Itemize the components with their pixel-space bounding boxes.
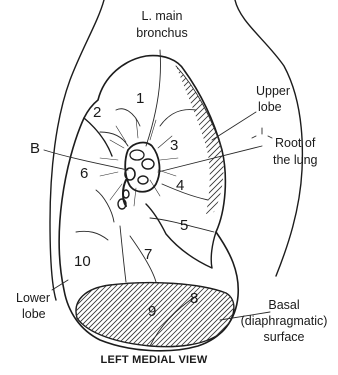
pointer-main-bronchus xyxy=(146,50,160,146)
hatch-line xyxy=(50,60,210,220)
lung-root xyxy=(118,143,159,209)
hatch-line xyxy=(50,276,126,352)
label-basal-line1: Basal xyxy=(268,298,299,312)
hatch-line xyxy=(330,276,338,352)
root-sparkle xyxy=(252,128,272,138)
label-b-marker: B xyxy=(30,140,40,157)
hatch-line xyxy=(326,60,338,220)
segment-6: 6 xyxy=(80,165,88,182)
hatch-line xyxy=(0,276,16,352)
hatch-line xyxy=(155,276,231,352)
segment-line-4 xyxy=(162,184,208,200)
label-basal-line3: surface xyxy=(264,330,305,344)
diagram-caption: LEFT MEDIAL VIEW xyxy=(101,354,208,366)
hatch-line xyxy=(40,276,116,352)
hilum-radial-lines xyxy=(100,118,178,206)
label-main-bronchus-line1: L. main xyxy=(142,9,183,23)
hatch-line xyxy=(120,276,196,352)
label-lower-lobe-line2: lobe xyxy=(22,307,46,321)
pointer-upper-lobe xyxy=(212,112,256,140)
label-lower-lobe-line1: Lower xyxy=(16,291,50,305)
hatch-line xyxy=(0,276,11,352)
segment-line-9 xyxy=(76,231,108,240)
segment-5: 5 xyxy=(180,217,188,234)
hatch-line xyxy=(160,276,236,352)
hatch-line xyxy=(314,60,338,220)
segment-9: 9 xyxy=(148,303,156,320)
hatch-line xyxy=(125,276,201,352)
hatch-line xyxy=(0,276,21,352)
hatch-line xyxy=(75,276,151,352)
hatch-line xyxy=(70,276,146,352)
hatch-line xyxy=(0,276,6,352)
label-root-line2: the lung xyxy=(273,153,318,167)
upper-lobe-margin xyxy=(176,66,222,150)
label-root-line1: Root of xyxy=(275,136,316,150)
segment-3: 3 xyxy=(170,137,178,154)
hatch-line xyxy=(0,60,156,220)
hatch-line xyxy=(56,60,216,220)
hatch-line xyxy=(0,276,1,352)
segment-10: 10 xyxy=(74,253,91,270)
label-upper-lobe-line1: Upper xyxy=(256,84,290,98)
label-main-bronchus-line2: bronchus xyxy=(136,26,187,40)
hatch-line xyxy=(95,276,171,352)
hatch-line xyxy=(150,276,226,352)
hatch-line xyxy=(332,60,338,220)
segment-4: 4 xyxy=(176,177,184,194)
hatch-line xyxy=(20,60,180,220)
hatch-line xyxy=(130,276,206,352)
segment-7: 7 xyxy=(144,246,152,263)
segment-line-3 xyxy=(160,110,196,126)
label-basal-line2: (diaphragmatic) xyxy=(241,314,328,328)
segment-2: 2 xyxy=(93,104,101,121)
hatch-line xyxy=(100,276,176,352)
hatch-line xyxy=(2,60,162,220)
hatch-line xyxy=(116,60,276,220)
hatch-line xyxy=(74,60,234,220)
hatch-line xyxy=(62,60,222,220)
segment-1: 1 xyxy=(136,90,144,107)
hatch-line xyxy=(0,60,132,220)
segment-line-7 xyxy=(120,226,126,282)
segment-line-6 xyxy=(96,190,114,222)
segment-8: 8 xyxy=(190,290,198,307)
pointer-lower-lobe xyxy=(52,280,68,290)
hatch-line xyxy=(320,60,338,220)
label-upper-lobe-line2: lobe xyxy=(258,100,282,114)
